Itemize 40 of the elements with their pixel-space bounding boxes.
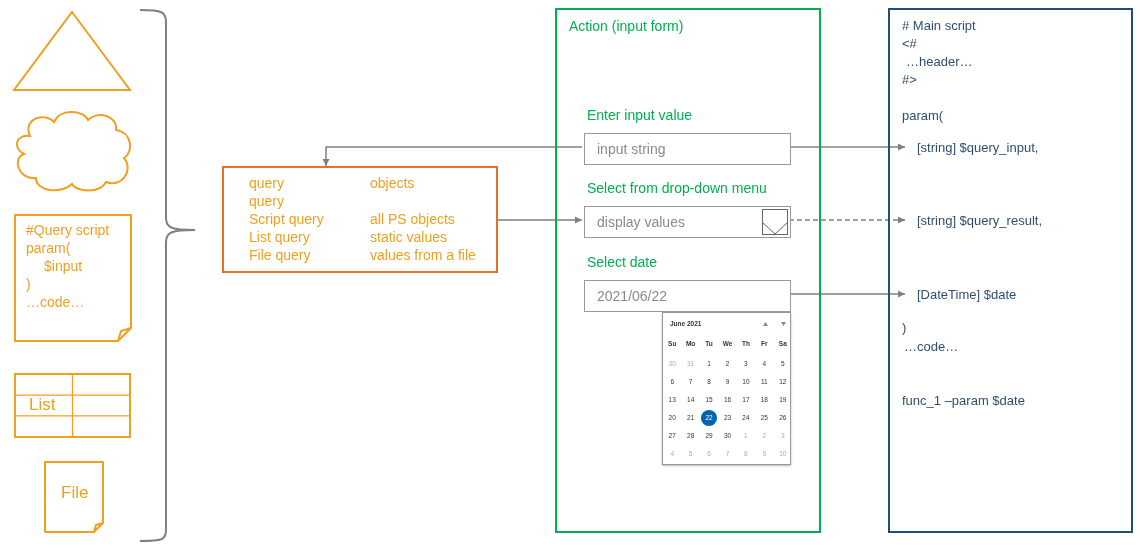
code-line: func_1 –param $date — [902, 394, 1025, 409]
query-text: objects — [370, 175, 415, 192]
query-text: all PS objects — [370, 211, 455, 228]
code-line: <# — [902, 37, 917, 52]
field-label: Select date — [587, 254, 658, 271]
code-line: …code… — [26, 294, 85, 311]
query-text: Script query — [249, 211, 324, 228]
form-panel — [555, 8, 821, 533]
shape-label: List — [29, 395, 56, 415]
code-line: param( — [902, 109, 944, 124]
code-line: $input — [44, 258, 83, 275]
code-line: # Main script — [902, 19, 976, 34]
arrow — [322, 146, 583, 167]
input-field: 2021/06/22 — [584, 280, 791, 312]
code-line: #> — [902, 73, 917, 88]
query-text: static values — [370, 229, 448, 246]
shape-label: File — [61, 483, 89, 503]
code-line: …code… — [904, 340, 959, 355]
code-line: …header… — [906, 55, 973, 70]
panel-title: Action (input form) — [569, 18, 684, 35]
code-line: param( — [26, 240, 71, 257]
code-line: ) — [902, 321, 907, 336]
arrow — [497, 216, 583, 224]
query-text: query — [249, 193, 285, 210]
query-text: List query — [249, 229, 310, 246]
code-line: #Query script — [26, 222, 110, 239]
code-line: ) — [26, 276, 31, 293]
field-label: Select from drop-down menu — [587, 180, 767, 197]
calendar-popup — [662, 312, 791, 465]
query-text: values from a file — [370, 247, 476, 264]
code-line: [string] $query_result, — [917, 214, 1042, 229]
code-line: [string] $query_input, — [917, 141, 1039, 156]
dropdown-field: display values — [584, 206, 791, 238]
query-text: File query — [249, 247, 311, 264]
code-line: [DateTime] $date — [917, 288, 1017, 303]
input-field: input string — [584, 133, 791, 165]
query-text: query — [249, 175, 285, 192]
field-label: Enter input value — [587, 107, 693, 124]
query-box — [222, 166, 498, 273]
script-panel — [888, 8, 1133, 533]
